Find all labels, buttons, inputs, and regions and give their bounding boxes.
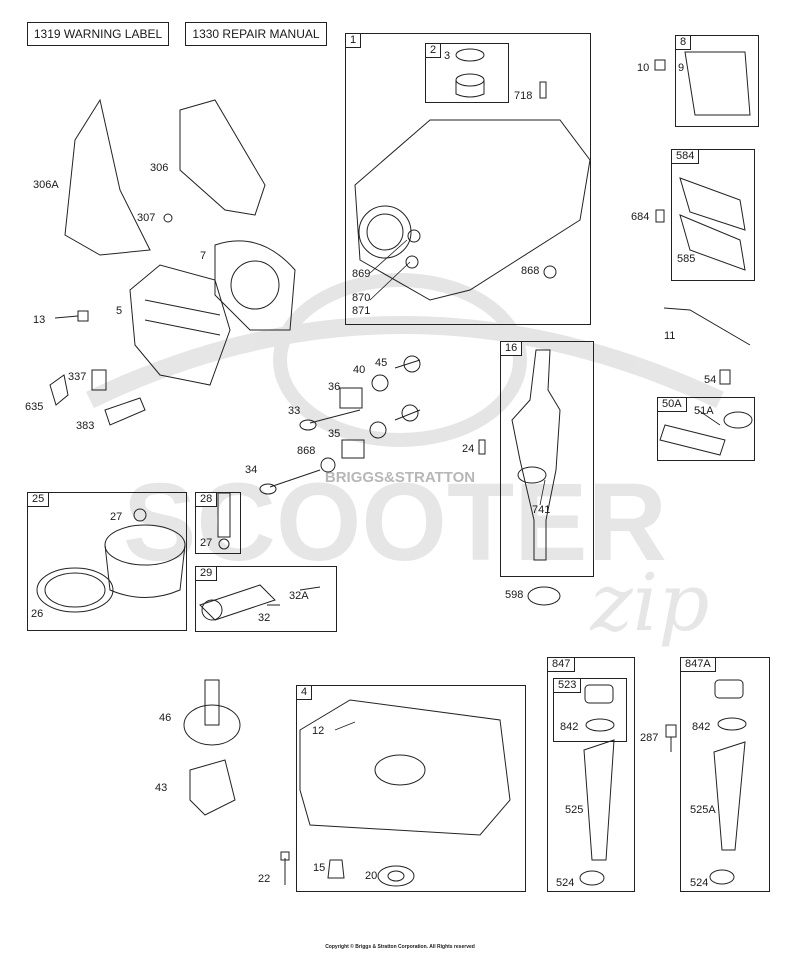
- box-tag: 584: [671, 149, 700, 164]
- part-label[interactable]: 33: [288, 405, 301, 417]
- part-label[interactable]: 45: [375, 357, 388, 369]
- part-label[interactable]: 46: [159, 712, 172, 724]
- watermark: [86, 273, 724, 447]
- box-8: 8: [675, 35, 759, 127]
- part-label[interactable]: 3: [444, 50, 451, 62]
- part-label[interactable]: 337: [68, 371, 87, 383]
- part-label[interactable]: 5: [116, 305, 123, 317]
- box-847: 847: [547, 657, 635, 892]
- warning-label-button[interactable]: 1319 WARNING LABEL: [27, 22, 169, 46]
- box-1: 1: [345, 33, 591, 325]
- part-label[interactable]: 869: [352, 268, 371, 280]
- part-label[interactable]: 54: [704, 374, 717, 386]
- part-label[interactable]: 32A: [289, 590, 309, 602]
- box-28: 28: [195, 492, 241, 554]
- part-label[interactable]: 11: [664, 330, 676, 342]
- part-label[interactable]: 43: [155, 782, 168, 794]
- cylinder-block: [354, 119, 591, 301]
- part-label[interactable]: 34: [245, 464, 258, 476]
- copyright-text: Copyright © Briggs & Stratton Corporatio…: [325, 944, 475, 950]
- part-label[interactable]: 598: [505, 589, 524, 601]
- part-label[interactable]: 22: [258, 873, 271, 885]
- watermark-script: zip: [590, 556, 710, 649]
- part-label[interactable]: 635: [25, 401, 44, 413]
- part-label[interactable]: 525: [565, 804, 584, 816]
- part-label[interactable]: 383: [76, 420, 95, 432]
- part-label[interactable]: 868: [297, 445, 316, 457]
- box-tag: 50A: [657, 397, 687, 412]
- repair-manual-button[interactable]: 1330 REPAIR MANUAL: [185, 22, 327, 46]
- box-tag: 8: [675, 35, 692, 50]
- part-label[interactable]: 26: [31, 608, 44, 620]
- part-label[interactable]: 524: [556, 877, 575, 889]
- box-tag: 4: [296, 685, 313, 700]
- part-label[interactable]: 24: [462, 443, 475, 455]
- part-label[interactable]: 12: [312, 725, 325, 737]
- box-4: 4: [296, 685, 526, 892]
- box-tag: 16: [500, 341, 523, 356]
- box-847A: 847A: [680, 657, 770, 892]
- watermark-main: SCOOTER: [123, 461, 667, 584]
- box-tag: 29: [195, 566, 218, 581]
- box-tag: 847A: [680, 657, 716, 672]
- part-label[interactable]: 13: [33, 314, 46, 326]
- part-label[interactable]: 20: [365, 870, 378, 882]
- part-label[interactable]: 35: [328, 428, 341, 440]
- part-label[interactable]: 307: [137, 212, 156, 224]
- box-50A: 50A: [657, 397, 755, 461]
- part-label[interactable]: 306A: [33, 179, 59, 191]
- box-tag: 1: [345, 33, 362, 48]
- part-label[interactable]: 585: [677, 253, 696, 265]
- part-label[interactable]: 870: [352, 292, 371, 304]
- box-29: 29: [195, 566, 337, 632]
- box-tag: 25: [27, 492, 50, 507]
- part-label[interactable]: 718: [514, 90, 533, 102]
- part-label[interactable]: 32: [258, 612, 271, 624]
- part-label[interactable]: 287: [640, 732, 659, 744]
- part-label[interactable]: 9: [678, 62, 685, 74]
- part-label[interactable]: 10: [637, 62, 650, 74]
- part-label[interactable]: 15: [313, 862, 326, 874]
- part-label[interactable]: 524: [690, 877, 709, 889]
- part-label[interactable]: 40: [353, 364, 366, 376]
- part-label[interactable]: 684: [631, 211, 650, 223]
- part-label[interactable]: 842: [692, 721, 711, 733]
- part-label[interactable]: 27: [110, 511, 123, 523]
- part-label[interactable]: 51A: [694, 405, 714, 417]
- box-tag: 2: [425, 43, 442, 58]
- part-label[interactable]: 525A: [690, 804, 716, 816]
- part-label[interactable]: 27: [200, 537, 213, 549]
- part-label[interactable]: 7: [200, 250, 207, 262]
- box-16: 16: [500, 341, 594, 577]
- part-label[interactable]: 741: [532, 504, 551, 516]
- part-label[interactable]: 36: [328, 381, 341, 393]
- box-25: 25: [27, 492, 187, 631]
- box-tag: 523: [553, 678, 582, 693]
- box-584: 584: [671, 149, 755, 281]
- box-tag: 847: [547, 657, 576, 672]
- watermark-brand: BRIGGS&STRATTON: [325, 469, 475, 486]
- box-2: 2: [425, 43, 509, 103]
- box-523: 523: [553, 678, 627, 742]
- part-label[interactable]: 842: [560, 721, 579, 733]
- part-label[interactable]: 306: [150, 162, 169, 174]
- part-label[interactable]: 871: [352, 305, 371, 317]
- box-tag: 28: [195, 492, 218, 507]
- part-label[interactable]: 868: [521, 265, 540, 277]
